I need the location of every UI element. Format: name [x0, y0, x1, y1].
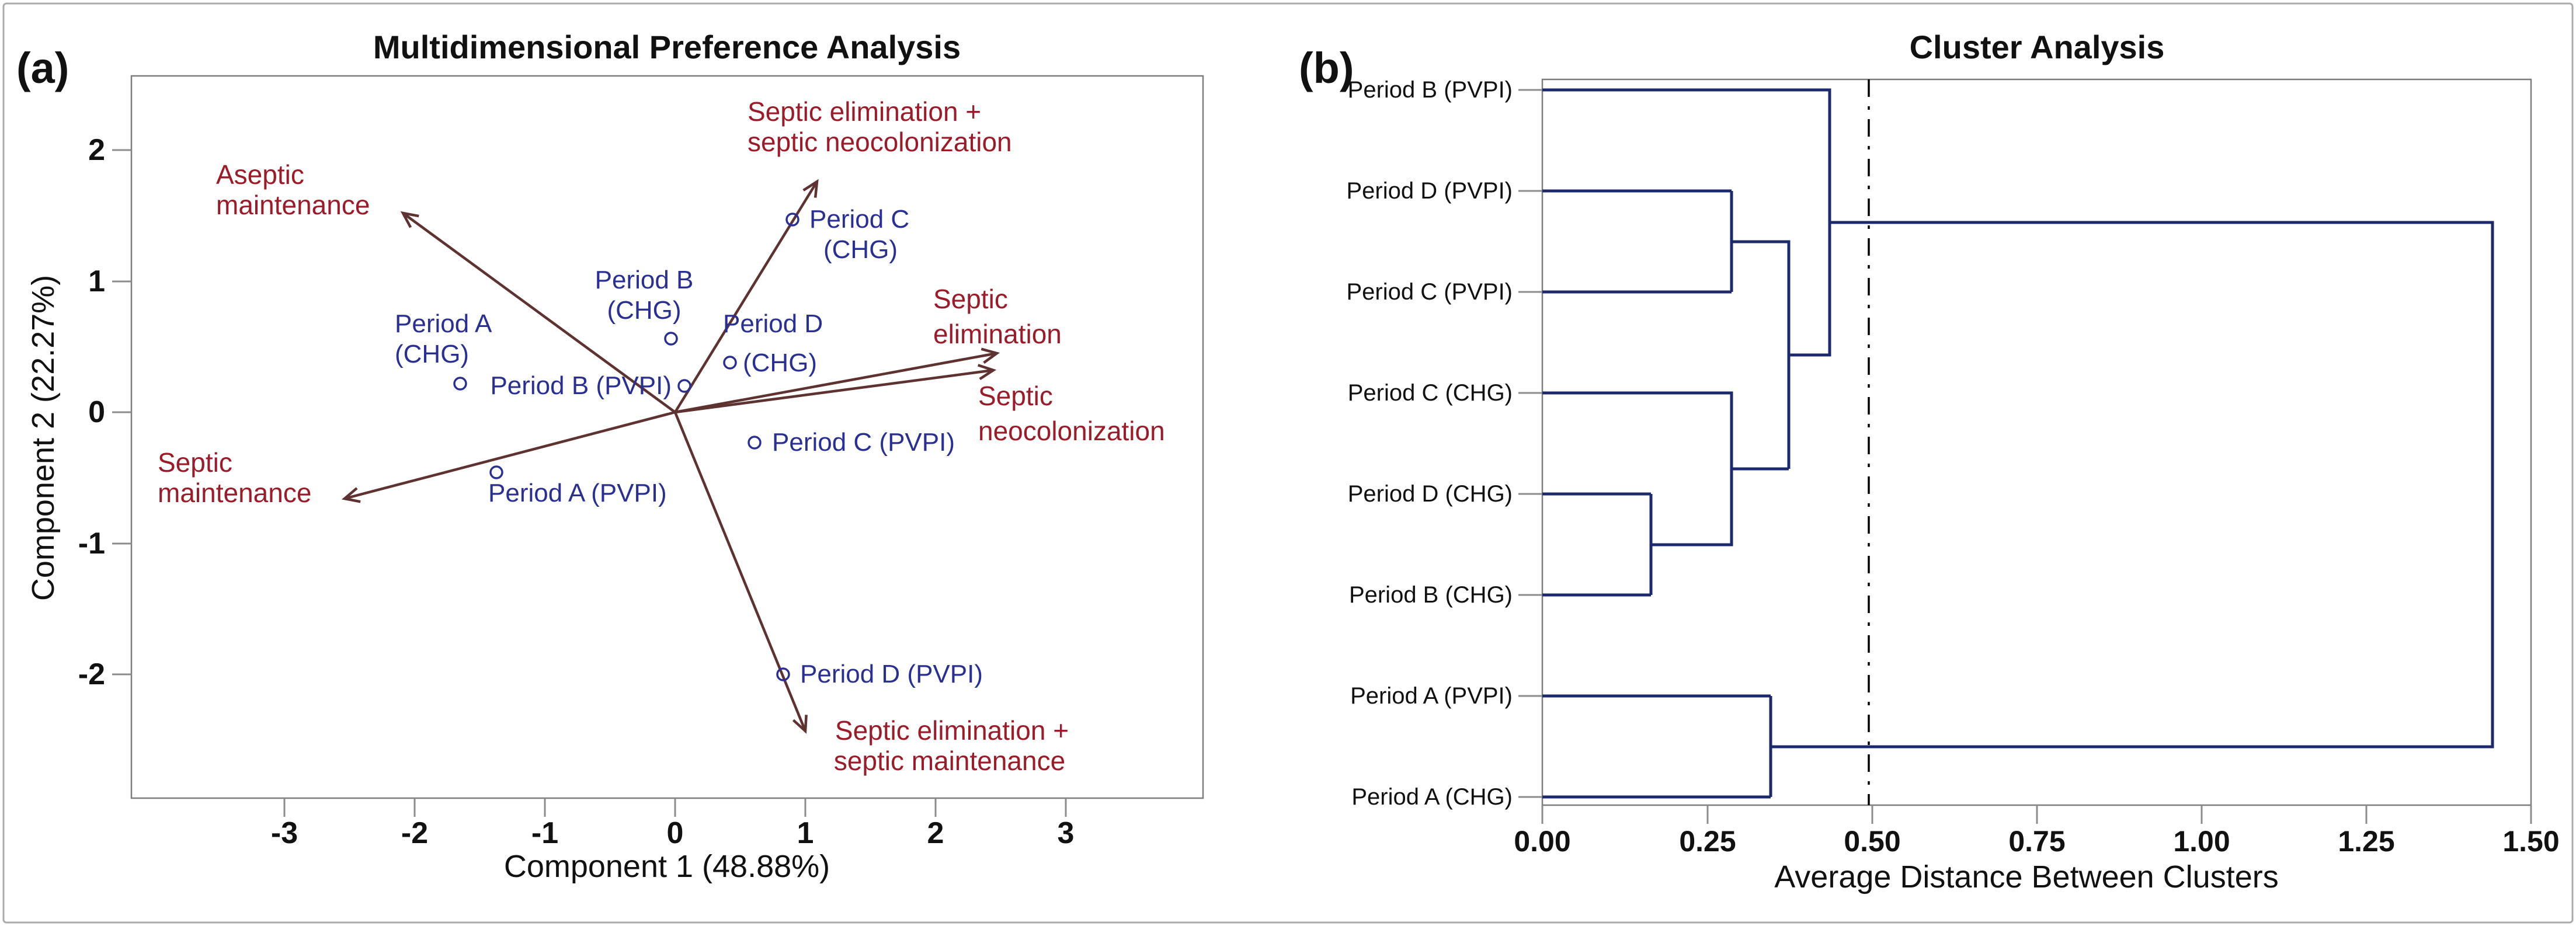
leaf-label: Period A (PVPI)	[1350, 683, 1513, 709]
leaf-label: Period C (PVPI)	[1346, 279, 1513, 305]
y-tick-label: 2	[88, 133, 105, 167]
point-label: Period C (PVPI)	[772, 428, 955, 457]
y-tick-label: 0	[88, 395, 105, 429]
point-label: Period A (PVPI)	[488, 479, 667, 507]
point-label: Period D (PVPI)	[800, 660, 983, 688]
dendrogram-lines	[1542, 88, 2494, 799]
panel-a-x-ticks: -3 -2 -1 0 1 2 3	[271, 798, 1075, 850]
panel-b-tag: (b)	[1299, 44, 1354, 92]
leaf-labels: Period B (PVPI) Period D (PVPI) Period C…	[1346, 77, 1513, 810]
vector-label: elimination	[933, 319, 1062, 349]
panel-a-tag: (a)	[16, 44, 69, 92]
point-label: (CHG)	[607, 296, 681, 325]
x-tick-label: 1	[797, 816, 814, 850]
point-label: Period C	[809, 205, 909, 234]
leaf-label: Period B (PVPI)	[1348, 77, 1513, 103]
x-tick-label: 0.75	[2008, 825, 2065, 858]
x-tick-label: 2	[927, 816, 944, 850]
vector-label: Aseptic	[216, 159, 304, 190]
x-tick-label: 3	[1058, 816, 1075, 850]
point-period-a-pvpi	[489, 465, 503, 479]
x-tick-label: 1.25	[2338, 825, 2394, 858]
vector-label: septic neocolonization	[748, 127, 1012, 157]
panel-b-dendrogram: (b) Cluster Analysis Period B (PVPI) Per…	[1299, 29, 2560, 894]
vector-label: maintenance	[158, 478, 311, 508]
leaf-label: Period B (CHG)	[1349, 582, 1513, 608]
vector-arrow-septic-elimination-neocolonization	[674, 179, 819, 413]
vector-label: neocolonization	[978, 416, 1165, 446]
vector-label: Septic	[978, 381, 1053, 411]
x-tick-label: 1.00	[2173, 825, 2230, 858]
point-label: Period B (PVPI)	[490, 371, 672, 400]
vector-label: septic maintenance	[834, 746, 1065, 776]
point-period-a-chg	[453, 377, 467, 391]
point-label: (CHG)	[743, 349, 817, 377]
y-tick-label: -1	[78, 527, 105, 561]
point-label: (CHG)	[395, 340, 469, 368]
x-tick-label: 0.25	[1679, 825, 1736, 858]
vector-arrow-septic-neocolonization	[675, 364, 997, 414]
panel-b-x-ticks: 0.00 0.25 0.50 0.75 1.00 1.25 1.50	[1514, 805, 2560, 858]
vector-arrow-septic-elimination-maintenance	[673, 412, 808, 734]
leaf-tick-marks	[1518, 89, 1542, 798]
x-tick-label: 0	[667, 816, 684, 850]
vector-arrow-septic-maintenance	[341, 410, 676, 503]
leaf-label: Period A (CHG)	[1351, 784, 1513, 810]
vector-label: Septic	[158, 447, 232, 478]
leaf-label: Period C (CHG)	[1348, 380, 1513, 406]
point-period-d-chg	[723, 356, 737, 370]
vector-arrow-aseptic-maintenance	[400, 211, 676, 413]
panel-b-title: Cluster Analysis	[1910, 29, 2165, 65]
x-tick-label: 0.00	[1514, 825, 1570, 858]
point-label: (CHG)	[823, 235, 898, 264]
panel-a-x-axis-label: Component 1 (48.88%)	[504, 849, 830, 884]
vector-label: maintenance	[216, 190, 370, 220]
leaf-label: Period D (PVPI)	[1346, 178, 1513, 204]
point-period-d-pvpi	[776, 667, 790, 681]
x-tick-label: 0.50	[1844, 825, 1900, 858]
point-period-b-pvpi	[677, 379, 691, 393]
panel-b-x-axis-label: Average Distance Between Clusters	[1774, 859, 2278, 894]
x-tick-label: -1	[531, 816, 558, 850]
y-tick-label: -2	[78, 657, 105, 691]
panel-a-y-axis-label: Component 2 (22.27%)	[26, 275, 61, 601]
panel-a-mdpref: (a) Multidimensional Preference Analysis…	[16, 29, 1204, 884]
x-tick-label: -3	[271, 816, 298, 850]
vector-label: Septic elimination +	[748, 96, 981, 127]
point-period-c-chg	[785, 213, 799, 227]
y-tick-label: 1	[88, 264, 105, 298]
panel-a-y-ticks: 2 1 0 -1 -2	[78, 133, 131, 691]
x-tick-label: -2	[401, 816, 428, 850]
vector-arrow-septic-elimination	[675, 347, 1000, 414]
point-period-c-pvpi	[748, 436, 762, 450]
vector-label: Septic elimination +	[835, 715, 1069, 746]
point-label: Period A	[395, 309, 492, 338]
preference-vector-labels: Aseptic maintenance Septic elimination +…	[158, 96, 1165, 776]
scatter-points	[453, 213, 799, 681]
x-tick-label: 1.50	[2502, 825, 2559, 858]
scatter-point-labels: Period A (CHG) Period B (CHG) Period B (…	[395, 205, 983, 688]
point-label: Period D	[723, 309, 823, 338]
panel-a-plot-border	[130, 75, 1204, 799]
leaf-label: Period D (CHG)	[1348, 481, 1513, 507]
point-label: Period B	[595, 266, 694, 294]
preference-vectors	[341, 179, 1000, 734]
point-period-b-chg	[664, 332, 678, 346]
panel-a-title: Multidimensional Preference Analysis	[373, 29, 961, 65]
vector-label: Septic	[933, 284, 1008, 314]
